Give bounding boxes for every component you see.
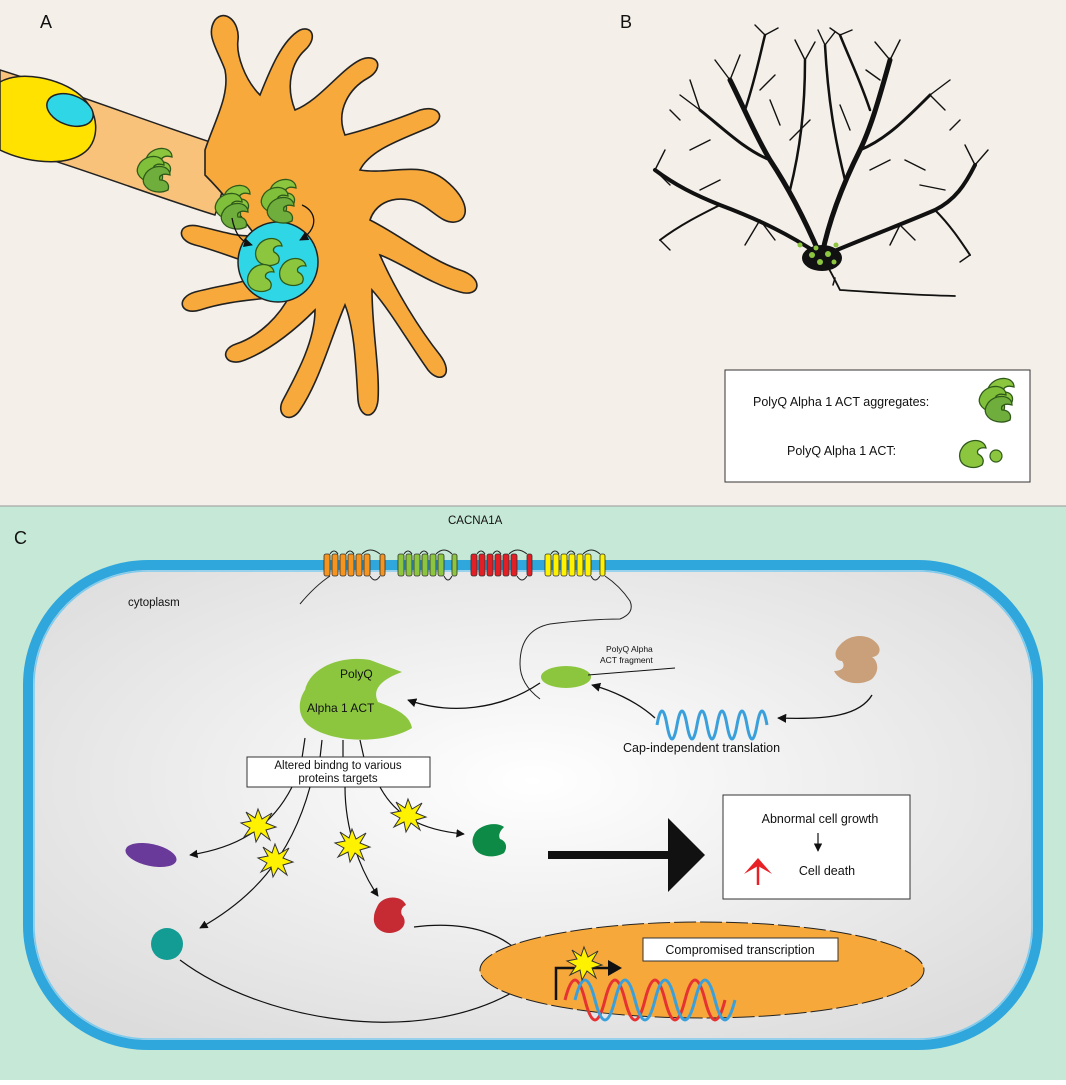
cacna1a-channel bbox=[299, 549, 632, 700]
panel-a: A bbox=[0, 12, 478, 419]
purkinje-cell bbox=[653, 24, 989, 297]
outcome-box bbox=[722, 794, 911, 900]
arrow-mrna-to-fragment bbox=[591, 682, 656, 719]
purkinje-aggregates bbox=[797, 242, 839, 265]
tss-arrow-head bbox=[608, 960, 622, 976]
outcome-arrow-head bbox=[668, 818, 705, 892]
legend-box bbox=[724, 369, 1031, 483]
binding-label-line2: proteins targets bbox=[298, 773, 378, 785]
target-purple bbox=[125, 842, 177, 868]
import-arrow-2 bbox=[299, 204, 315, 241]
protein-label-line1: PolyQ bbox=[340, 667, 373, 681]
fragment-label-line2: ACT fragment bbox=[600, 655, 653, 665]
panel-b-label: B bbox=[620, 12, 632, 32]
dna-strand-blue bbox=[573, 978, 737, 1022]
arrow-teal-to-nucleus bbox=[179, 959, 521, 1023]
transcription-box bbox=[642, 937, 839, 962]
gene-label: CACNA1A bbox=[448, 515, 503, 527]
target-teal bbox=[151, 928, 183, 960]
fragment-leader-line bbox=[587, 667, 676, 676]
import-arrow-1 bbox=[231, 217, 253, 248]
fragment-label-line1: PolyQ Alpha bbox=[606, 644, 653, 654]
legend: PolyQ Alpha 1 ACT aggregates: PolyQ Alph… bbox=[724, 369, 1031, 483]
transcription-label: Compromised transcription bbox=[665, 943, 814, 957]
ribosome-icon bbox=[834, 636, 880, 684]
binding-label-line1: Altered bindng to various bbox=[274, 760, 401, 772]
arrow-ribosome-to-mrna bbox=[777, 694, 873, 723]
legend-polyq-dot bbox=[989, 449, 1003, 463]
red-up-arrow-icon bbox=[744, 858, 772, 885]
arrow-fragment-to-protein bbox=[407, 682, 541, 709]
mrna-wave bbox=[655, 709, 769, 741]
protein-label-line2: Alpha 1 ACT bbox=[307, 701, 375, 715]
panel-c-label: C bbox=[14, 528, 27, 548]
translation-label: Cap-independent translation bbox=[623, 741, 780, 755]
arrow-to-teal-target bbox=[199, 786, 311, 929]
binding-box bbox=[246, 756, 431, 788]
outcome-line1: Abnormal cell growth bbox=[762, 812, 879, 826]
outcome-arrow-shaft bbox=[548, 851, 668, 859]
panel-a-label: A bbox=[40, 12, 52, 32]
target-green bbox=[472, 824, 507, 857]
legend-monomer-label: PolyQ Alpha 1 ACT: bbox=[787, 444, 896, 458]
outcome-line2: Cell death bbox=[799, 864, 855, 878]
cell-membrane bbox=[23, 560, 1043, 1050]
polyq-protein bbox=[299, 658, 412, 740]
binding-lines bbox=[301, 737, 365, 759]
cell-nucleus bbox=[479, 921, 925, 1019]
purkinje-soma bbox=[802, 245, 842, 271]
myelin-sheath bbox=[0, 75, 97, 163]
legend-aggregates-label: PolyQ Alpha 1 ACT aggregates: bbox=[753, 395, 929, 409]
cytoplasm-label: cytoplasm bbox=[128, 597, 180, 609]
polyq-fragment bbox=[541, 666, 591, 688]
panel-b: B bbox=[620, 12, 989, 297]
target-red bbox=[373, 897, 406, 934]
